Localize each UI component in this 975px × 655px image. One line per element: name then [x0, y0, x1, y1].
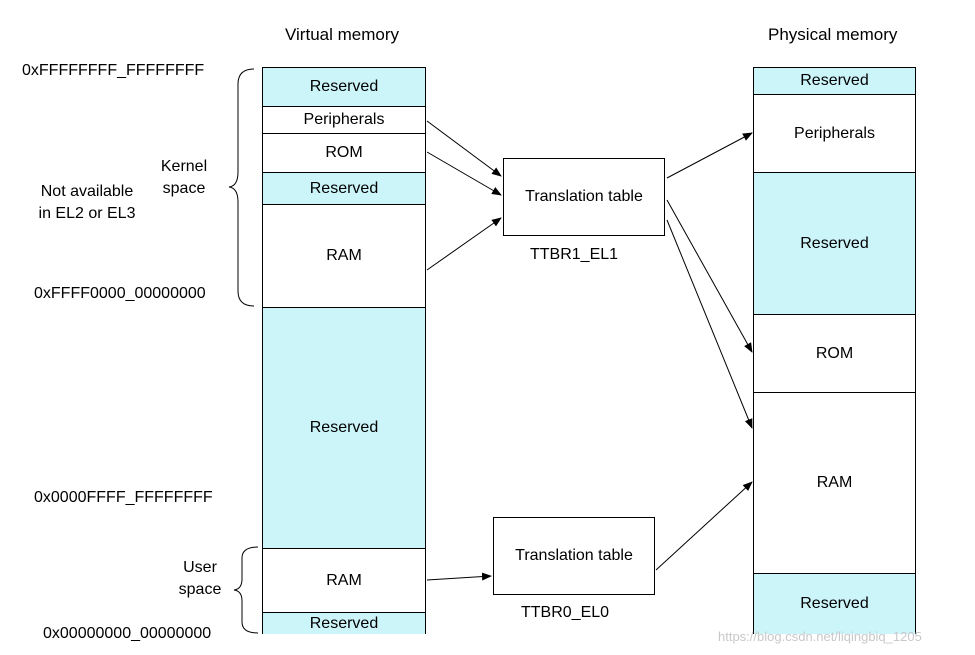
physical-segment-reserved-middle: Reserved [754, 172, 915, 314]
virtual-segment-peripherals: Peripherals [263, 106, 425, 133]
address-bottom: 0x00000000_00000000 [43, 625, 212, 642]
arrow-rom-to-table [426, 151, 502, 196]
address-top: 0xFFFFFFFF_FFFFFFFF [22, 62, 205, 79]
kernel-space-brace [228, 68, 255, 307]
arrow-table-to-ram [666, 219, 753, 429]
arrow-user-ram-to-table [426, 572, 492, 581]
arrow-user-table-to-ram [655, 481, 753, 571]
not-available-note: Not available in EL2 or EL3 [22, 181, 152, 225]
arrow-table-to-peripherals [666, 132, 753, 179]
virtual-memory-title: Virtual memory [285, 25, 399, 44]
physical-memory-title: Physical memory [768, 25, 898, 44]
physical-segment-peripherals: Peripherals [754, 94, 915, 172]
virtual-segment-ram-kernel: RAM [263, 204, 425, 307]
arrow-peripherals-to-table [426, 120, 502, 177]
kernel-space-label: Kernel space [148, 156, 220, 200]
user-space-line1: User [183, 559, 217, 576]
virtual-segment-rom: ROM [263, 133, 425, 172]
ttbr0-el0-label: TTBR0_EL0 [521, 604, 610, 621]
virtual-segment-reserved-kernel: Reserved [263, 172, 425, 204]
virtual-memory-column: Reserved Peripherals ROM Reserved RAM Re… [262, 67, 426, 634]
arrow-table-to-rom [666, 199, 753, 353]
kernel-space-line1: Kernel [160, 158, 208, 175]
watermark-text: https://blog.csdn.net/liqingbiq_1205 [718, 629, 922, 644]
arrow-ram-to-table [426, 217, 502, 271]
virtual-segment-ram-user: RAM [263, 548, 425, 612]
user-space-brace [233, 546, 259, 634]
physical-memory-column: Reserved Peripherals Reserved ROM RAM Re… [753, 67, 916, 634]
not-available-line2: in EL2 or EL3 [38, 205, 136, 222]
not-available-line1: Not available [40, 183, 134, 200]
virtual-segment-reserved-top: Reserved [263, 68, 425, 106]
physical-segment-reserved-top: Reserved [754, 68, 915, 94]
address-user-top: 0x0000FFFF_FFFFFFFF [34, 489, 213, 506]
virtual-segment-reserved-gap: Reserved [263, 307, 425, 548]
kernel-space-line2: space [162, 180, 206, 197]
translation-table-user: Translation table [493, 517, 655, 595]
user-space-line2: space [178, 581, 222, 598]
ttbr1-el1-label: TTBR1_EL1 [530, 246, 619, 263]
user-space-label: User space [164, 557, 236, 601]
physical-segment-rom: ROM [754, 314, 915, 392]
physical-segment-ram: RAM [754, 392, 915, 573]
translation-table-kernel: Translation table [503, 158, 665, 236]
address-kernel-base: 0xFFFF0000_00000000 [34, 285, 206, 302]
physical-segment-reserved-bottom: Reserved [754, 573, 915, 634]
virtual-segment-reserved-bottom: Reserved [263, 612, 425, 634]
